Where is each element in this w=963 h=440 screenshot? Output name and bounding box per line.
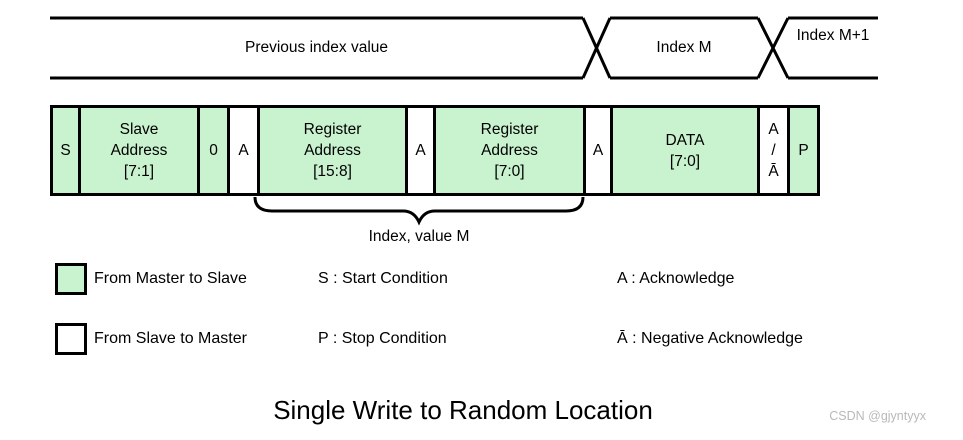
legend-master-label: From Master to Slave bbox=[94, 270, 247, 287]
field-register-address-low: Register Address [7:0] bbox=[433, 105, 586, 196]
master-swatch-icon bbox=[55, 263, 87, 295]
abbr-acknowledge: A : Acknowledge bbox=[617, 270, 735, 287]
timeline-label-previous: Previous index value bbox=[244, 39, 389, 56]
field-ack-nack: A / Ā bbox=[757, 105, 790, 196]
timeline-label-index-m-plus-1: Index M+1 bbox=[796, 27, 870, 44]
abbr-stop-condition: P : Stop Condition bbox=[318, 330, 447, 347]
legend-item-master: From Master to Slave bbox=[55, 263, 247, 295]
field-start: S bbox=[50, 105, 81, 196]
field-stop: P bbox=[787, 105, 820, 196]
field-write-bit: 0 bbox=[197, 105, 230, 196]
field-register-address-high: Register Address [15:8] bbox=[257, 105, 408, 196]
bus-segment-index-m1 bbox=[788, 16, 878, 80]
timeline-label-index-m: Index M bbox=[656, 39, 712, 56]
bus-segment-previous bbox=[50, 16, 583, 80]
diagram-title: Single Write to Random Location bbox=[273, 395, 653, 425]
field-ack-2: A bbox=[405, 105, 436, 196]
index-brace bbox=[253, 196, 585, 226]
abbr-start-condition: S : Start Condition bbox=[318, 270, 448, 287]
field-slave-address: Slave Address [7:1] bbox=[78, 105, 200, 196]
field-data: DATA [7:0] bbox=[610, 105, 760, 196]
bus-crossover-2 bbox=[756, 17, 790, 79]
legend-slave-label: From Slave to Master bbox=[94, 330, 247, 347]
field-ack-3: A bbox=[583, 105, 613, 196]
field-ack-1: A bbox=[227, 105, 260, 196]
bus-segment-index-m bbox=[610, 16, 758, 80]
watermark: CSDN @gjyntyyx bbox=[829, 409, 926, 423]
abbr-negative-acknowledge: Ā : Negative Acknowledge bbox=[617, 330, 803, 347]
slave-swatch-icon bbox=[55, 323, 87, 355]
brace-label: Index, value M bbox=[368, 228, 470, 245]
bus-crossover-1 bbox=[581, 17, 612, 79]
legend-item-slave: From Slave to Master bbox=[55, 323, 247, 355]
